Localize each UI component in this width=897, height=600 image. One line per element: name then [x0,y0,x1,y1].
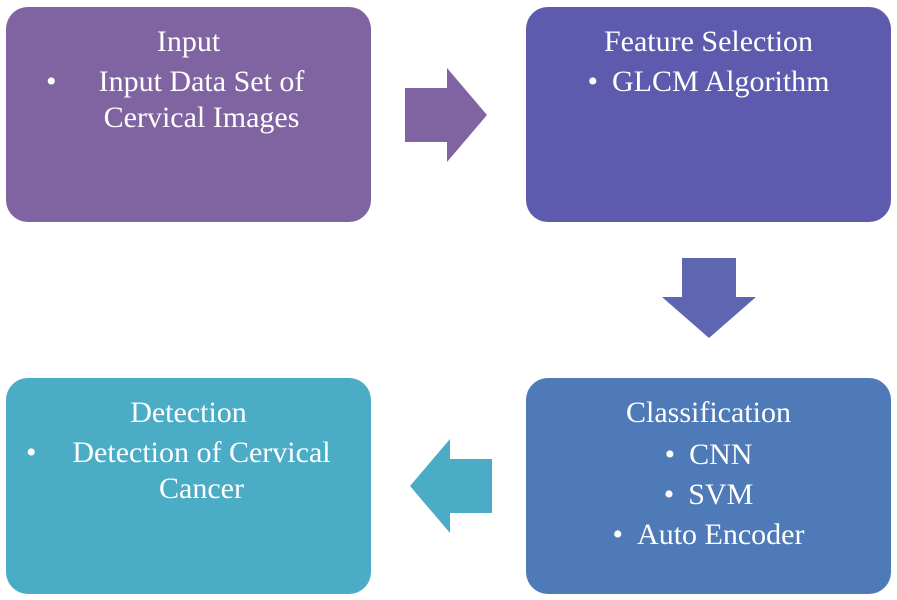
input-bullet-item: Input Data Set of Cervical Images [46,64,331,136]
detection-box: Detection Detection of Cervical Cancer [6,378,371,594]
classification-bullet-item-auto-encoder: Auto Encoder [526,517,891,553]
classification-bullet-item-cnn: CNN [526,437,891,473]
detection-bullet-list: Detection of Cervical Cancer [26,435,351,507]
classification-bullet-text: Auto Encoder [637,518,805,551]
detection-bullet-text: Detection of Cervical Cancer [72,436,331,505]
detection-bullet-item: Detection of Cervical Cancer [26,435,351,507]
arrow-right-icon [405,68,487,162]
feature-selection-box: Feature Selection GLCM Algorithm [526,7,891,222]
input-title: Input [156,25,221,58]
input-box: Input Input Data Set of Cervical Images [6,7,371,222]
detection-title: Detection [130,396,247,429]
classification-bullet-list: CNN SVM Auto Encoder [526,437,891,553]
feature-selection-bullet-item: GLCM Algorithm [526,64,891,100]
feature-selection-bullet-text: GLCM Algorithm [612,65,830,98]
feature-selection-bullet-list: GLCM Algorithm [526,64,891,100]
input-bullet-list: Input Data Set of Cervical Images [46,64,331,136]
feature-selection-title: Feature Selection [603,25,814,58]
arrow-down-icon [662,258,756,338]
classification-box: Classification CNN SVM Auto Encoder [526,378,891,594]
classification-bullet-item-svm: SVM [526,477,891,513]
classification-bullet-text: SVM [688,478,754,511]
classification-bullet-text: CNN [689,438,753,471]
classification-title: Classification [626,396,791,429]
input-bullet-text: Input Data Set of Cervical Images [98,65,305,134]
arrow-left-icon [410,439,492,533]
